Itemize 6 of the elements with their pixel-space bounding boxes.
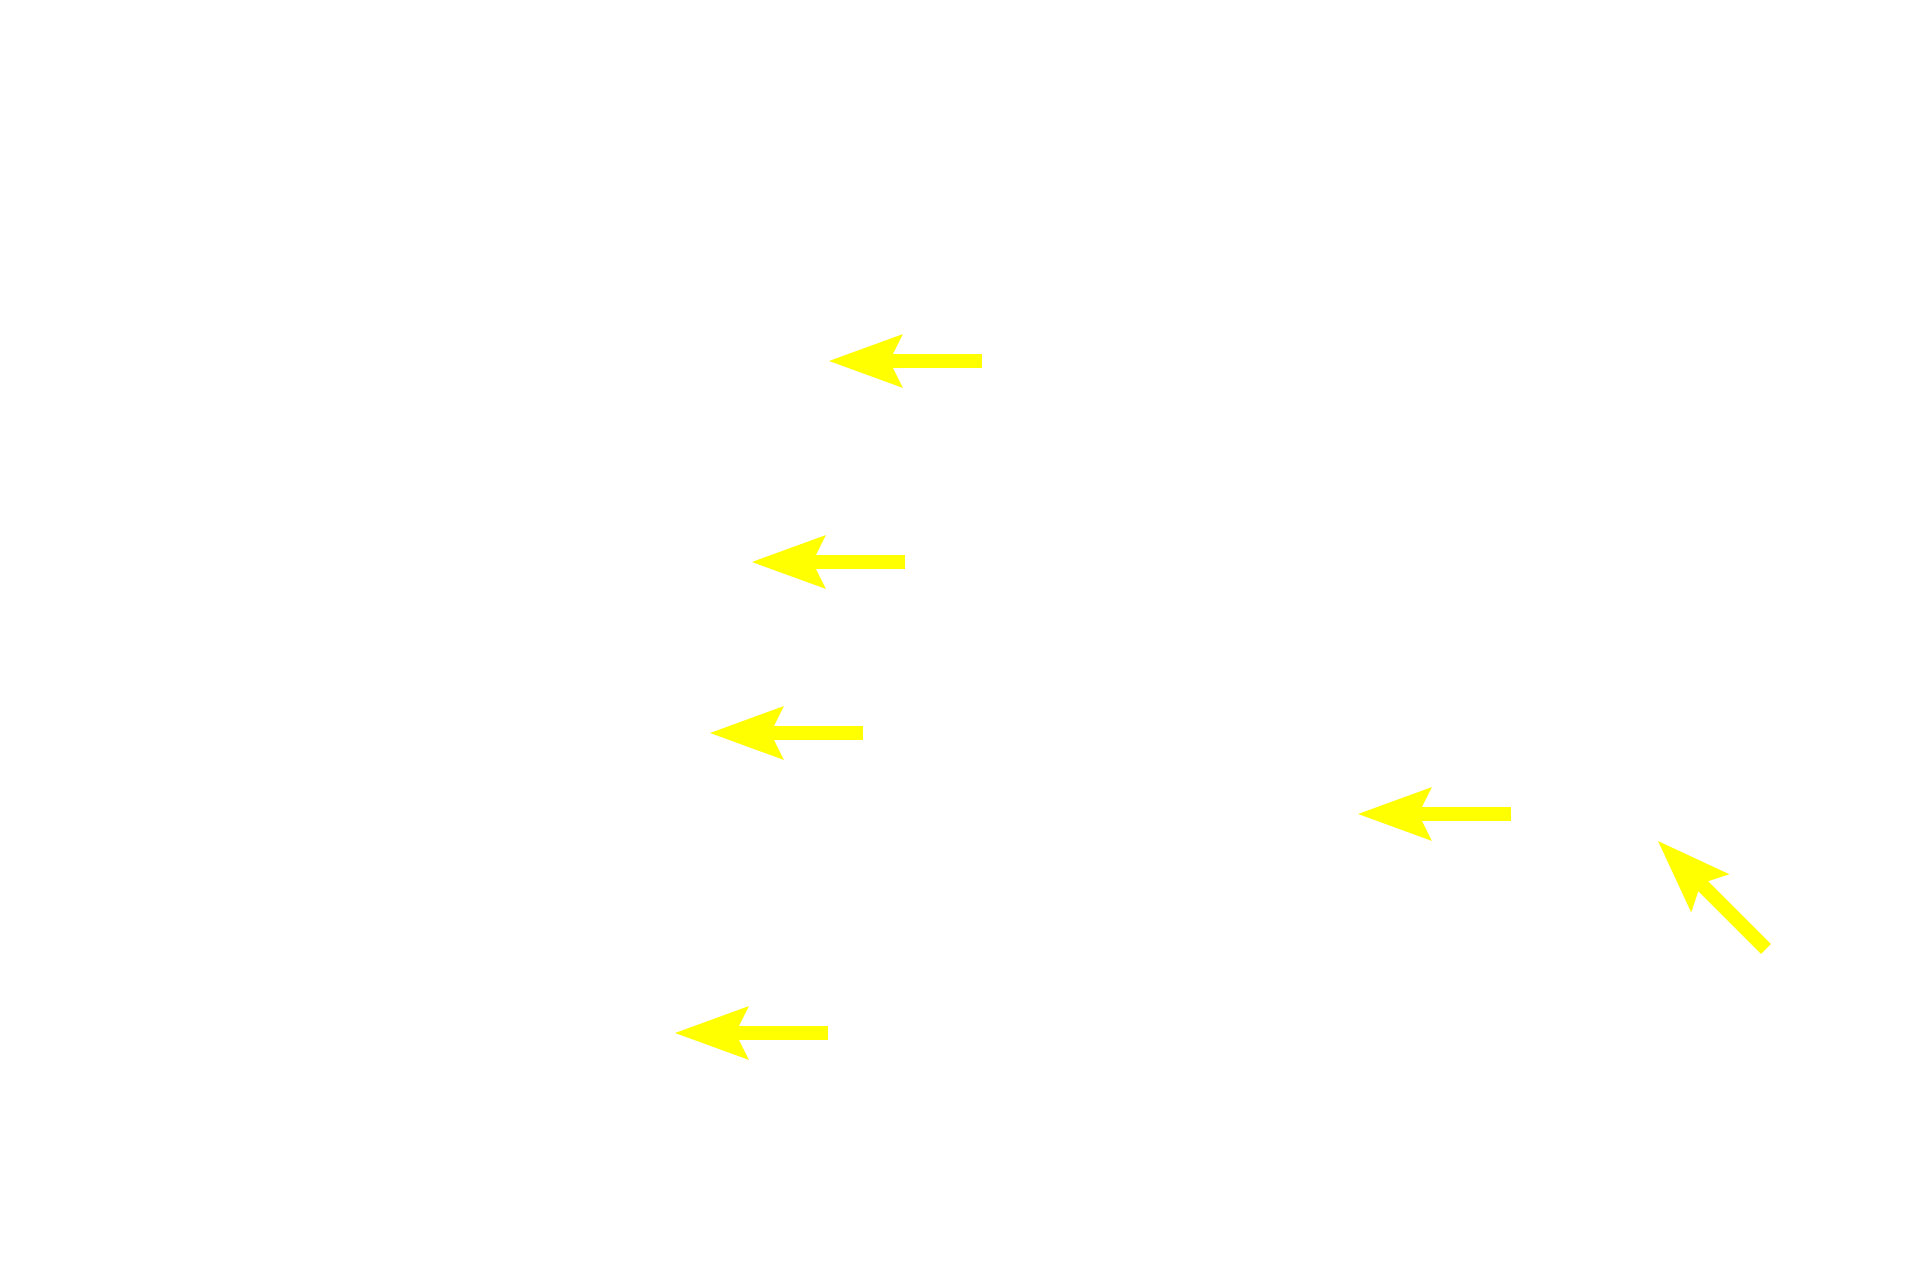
pointer-arrow	[710, 706, 863, 760]
pointer-arrow	[752, 535, 905, 589]
pointer-arrow	[675, 1006, 828, 1060]
pointer-arrow	[1358, 787, 1511, 841]
pointer-arrow	[1658, 841, 1771, 954]
pointer-arrow	[829, 334, 982, 388]
